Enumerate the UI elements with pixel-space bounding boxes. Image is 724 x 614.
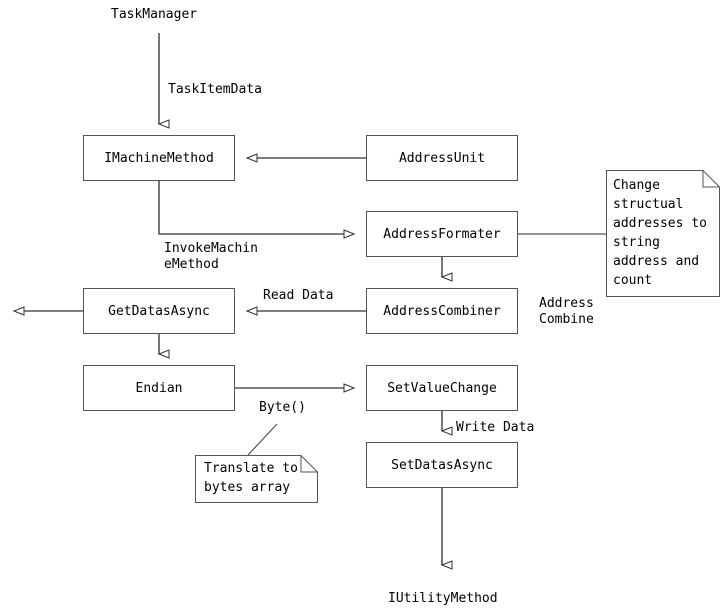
node-setdatasasync[interactable]: SetDatasAsync (366, 442, 518, 488)
node-label: AddressFormater (383, 226, 501, 242)
node-addressformater[interactable]: AddressFormater (366, 211, 518, 257)
node-label: IMachineMethod (104, 150, 214, 166)
label-invokemachinemethod: InvokeMachin eMethod (164, 241, 258, 272)
node-endian[interactable]: Endian (83, 365, 235, 411)
note-shape (606, 170, 720, 297)
edge-imachinemethod-to-addressformater (158, 181, 356, 239)
node-getdatasasync[interactable]: GetDatasAsync (83, 288, 235, 334)
node-label: AddressCombiner (383, 303, 501, 319)
label-writedata: Write Data (456, 420, 535, 435)
label-addresscombine: Address Combine (539, 296, 594, 327)
note-text: Change structual addresses to string add… (613, 178, 707, 288)
node-label: AddressUnit (398, 150, 486, 166)
label-taskitemdata: TaskItemData (168, 82, 262, 97)
node-imachinemethod[interactable]: IMachineMethod (83, 135, 235, 181)
label-iutilitymethod: IUtilityMethod (388, 591, 498, 606)
node-label: Endian (135, 380, 183, 396)
node-addresscombiner[interactable]: AddressCombiner (366, 288, 518, 334)
note-change-structual[interactable]: Change structual addresses to string add… (606, 170, 720, 297)
node-setvaluechange[interactable]: SetValueChange (366, 365, 518, 411)
label-taskmanager: TaskManager (111, 7, 198, 22)
node-label: GetDatasAsync (108, 303, 210, 319)
node-label: SetDatasAsync (391, 457, 493, 473)
label-byte: Byte() (259, 400, 306, 415)
label-readdata: Read Data (263, 288, 334, 303)
edge-note-to-byte-leader (247, 423, 278, 456)
note-text: Translate to bytes array (204, 461, 298, 495)
node-addressunit[interactable]: AddressUnit (366, 135, 518, 181)
note-translate-bytes[interactable]: Translate to bytes array (195, 455, 318, 503)
node-label: SetValueChange (387, 380, 497, 396)
note-shape (195, 455, 318, 503)
